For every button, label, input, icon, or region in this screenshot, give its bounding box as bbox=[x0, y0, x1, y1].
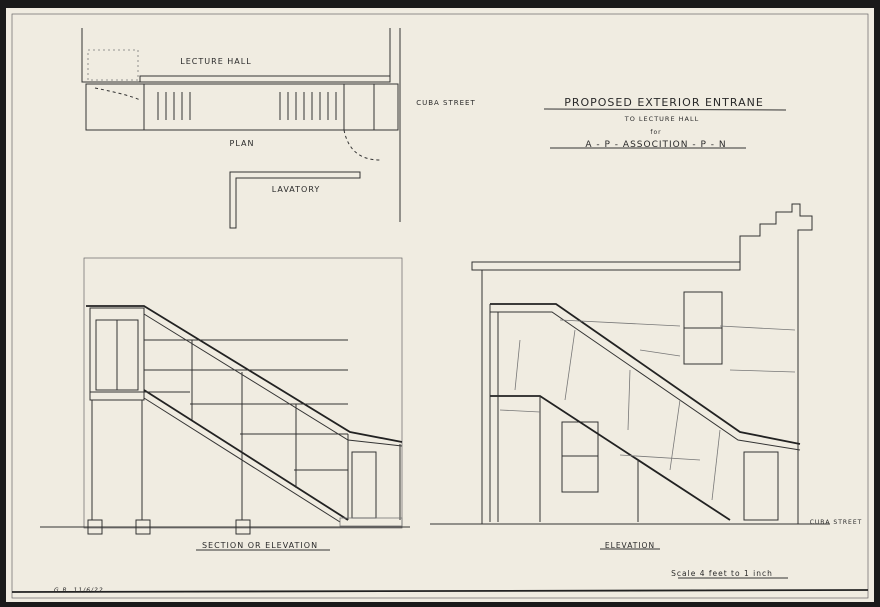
section-view: Section or Elevation bbox=[40, 257, 410, 551]
plan-street-label: Cuba Street bbox=[416, 99, 476, 107]
title-line-4: A - P - Assocition - P - N bbox=[585, 140, 726, 150]
title-line-1: Proposed Exterior Entrane bbox=[564, 96, 764, 109]
title-line-3: for bbox=[650, 129, 661, 136]
lavatory-label: Lavatory bbox=[272, 185, 321, 194]
elevation-caption: Elevation bbox=[605, 541, 655, 550]
bottom-rule bbox=[11, 589, 869, 593]
title-line-2: To Lecture Hall bbox=[624, 115, 699, 123]
scale-note: Scale 4 feet to 1 inch bbox=[671, 569, 773, 578]
plan-caption: Plan bbox=[230, 139, 255, 148]
section-caption: Section or Elevation bbox=[202, 541, 318, 550]
elevation-view: Elevation Cuba Street bbox=[430, 203, 863, 550]
paper bbox=[6, 8, 874, 602]
plan-view: Lecture Hall Plan Lavatory Cuba Street bbox=[81, 28, 476, 229]
lecture-hall-label: Lecture Hall bbox=[180, 57, 251, 66]
elevation-street-label: Cuba Street bbox=[810, 519, 863, 526]
title-block: Proposed Exterior Entrane To Lecture Hal… bbox=[543, 96, 787, 150]
border bbox=[11, 13, 869, 599]
signature: G.R. 11/6/22 bbox=[54, 587, 104, 594]
